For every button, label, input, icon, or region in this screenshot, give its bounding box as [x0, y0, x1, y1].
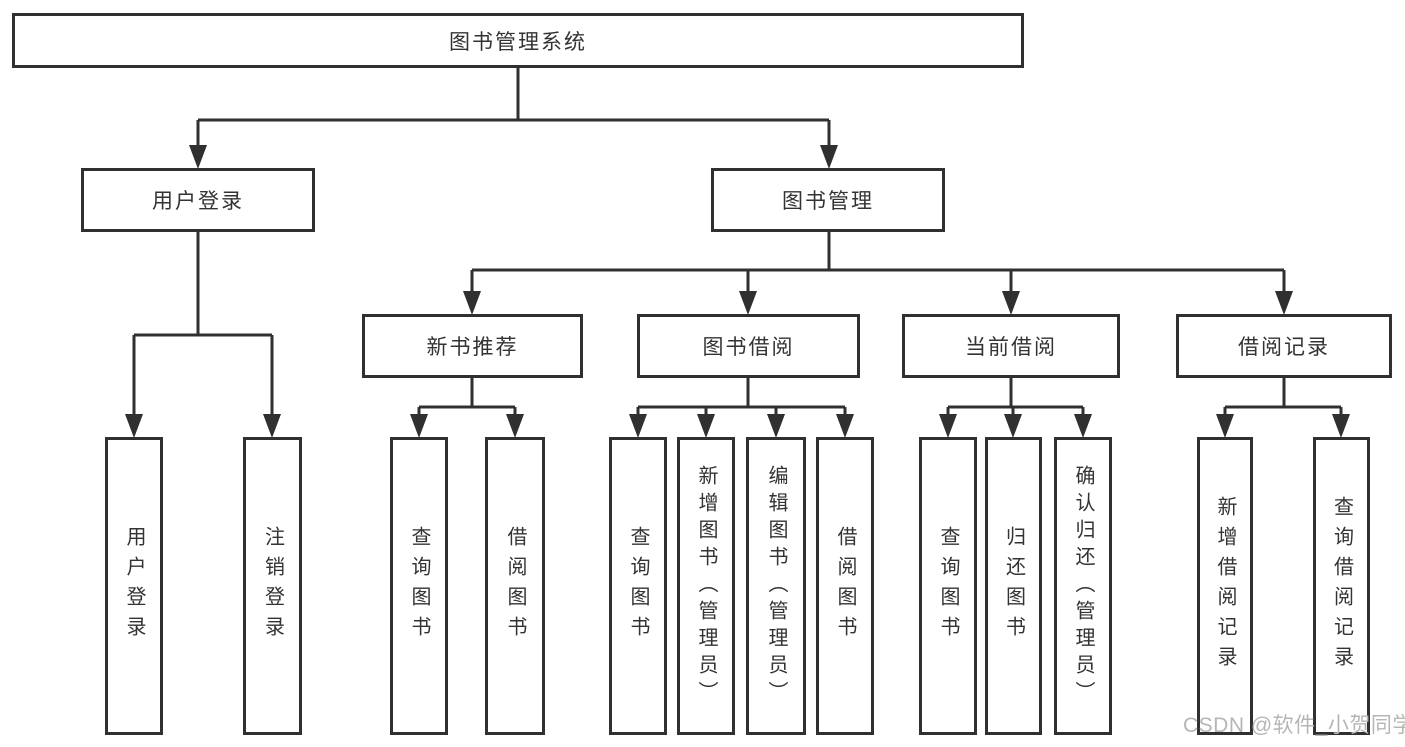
leaf-user-login-label: 用户登录 [123, 526, 145, 646]
arrowhead-icon [1074, 414, 1092, 438]
arrowhead-icon [767, 414, 785, 438]
node-new-book-recommend-label: 新书推荐 [426, 336, 519, 359]
leaf-borrow-book-2-label: 借阅图书 [834, 526, 856, 646]
arrowhead-icon [820, 145, 838, 169]
leaf-borrow-book-2: 借阅图书 [816, 437, 874, 735]
node-root: 图书管理系统 [12, 13, 1024, 68]
node-book-management-label: 图书管理 [782, 190, 874, 213]
leaf-borrow-book-1: 借阅图书 [485, 437, 545, 735]
arrowhead-icon [1275, 291, 1293, 315]
arrowhead-icon [1002, 291, 1020, 315]
arrowhead-icon [629, 414, 647, 438]
arrowhead-icon [1332, 414, 1350, 438]
leaf-borrow-book-1-label: 借阅图书 [504, 526, 526, 646]
arrowhead-icon [1004, 414, 1022, 438]
arrowhead-icon [697, 414, 715, 438]
connector-book-borrow-children [629, 378, 854, 438]
connector-current-borrow-children [939, 378, 1092, 438]
leaf-query-borrow-record: 查询借阅记录 [1313, 437, 1370, 735]
node-book-management: 图书管理 [711, 168, 945, 232]
leaf-return-book: 归还图书 [985, 437, 1042, 735]
leaf-query-book-3: 查询图书 [919, 437, 977, 735]
arrowhead-icon [125, 414, 143, 438]
leaf-add-borrow-record: 新增借阅记录 [1197, 437, 1253, 735]
node-book-borrow-label: 图书借阅 [702, 336, 795, 359]
arrowhead-icon [410, 414, 428, 438]
leaf-logout: 注销登录 [243, 437, 302, 735]
node-current-borrow: 当前借阅 [902, 314, 1120, 378]
node-root-label: 图书管理系统 [449, 30, 587, 54]
leaf-confirm-return-admin: 确认归还（管理员） [1054, 437, 1112, 735]
leaf-add-book-admin-label: 新增图书（管理员） [695, 464, 717, 708]
leaf-user-login: 用户登录 [105, 437, 163, 735]
node-borrow-records: 借阅记录 [1176, 314, 1392, 378]
leaf-edit-book-admin-label: 编辑图书（管理员） [765, 464, 787, 708]
node-current-borrow-label: 当前借阅 [965, 336, 1057, 359]
leaf-query-book-1-label: 查询图书 [408, 526, 430, 646]
arrowhead-icon [836, 414, 854, 438]
leaf-return-book-label: 归还图书 [1002, 526, 1025, 646]
connector-new-book-recommend-children [410, 378, 524, 438]
arrowhead-icon [263, 414, 281, 438]
arrowhead-icon [1216, 414, 1234, 438]
node-borrow-records-label: 借阅记录 [1238, 336, 1330, 359]
node-new-book-recommend: 新书推荐 [362, 314, 583, 378]
arrowhead-icon [189, 145, 207, 169]
connector-book-management-children [463, 232, 1293, 315]
node-book-borrow: 图书借阅 [637, 314, 860, 378]
connector-user-login-children [125, 232, 281, 438]
leaf-query-borrow-record-label: 查询借阅记录 [1330, 496, 1353, 676]
leaf-query-book-2: 查询图书 [609, 437, 667, 735]
leaf-add-borrow-record-label: 新增借阅记录 [1214, 496, 1236, 676]
leaf-query-book-2-label: 查询图书 [627, 526, 649, 646]
leaf-edit-book-admin: 编辑图书（管理员） [746, 437, 806, 735]
node-user-login: 用户登录 [81, 168, 315, 232]
node-user-login-label: 用户登录 [152, 190, 244, 213]
arrowhead-icon [739, 291, 757, 315]
leaf-query-book-1: 查询图书 [390, 437, 448, 735]
arrowhead-icon [506, 414, 524, 438]
connector-borrow-records-children [1216, 378, 1350, 438]
leaf-query-book-3-label: 查询图书 [937, 526, 959, 646]
leaf-logout-label: 注销登录 [261, 526, 284, 646]
csdn-watermark: CSDN @软件_小贺同学 [1183, 714, 1405, 737]
leaf-add-book-admin: 新增图书（管理员） [677, 437, 735, 735]
connector-root-children [189, 68, 838, 169]
arrowhead-icon [463, 291, 481, 315]
leaf-confirm-return-admin-label: 确认归还（管理员） [1072, 464, 1094, 708]
arrowhead-icon [939, 414, 957, 438]
